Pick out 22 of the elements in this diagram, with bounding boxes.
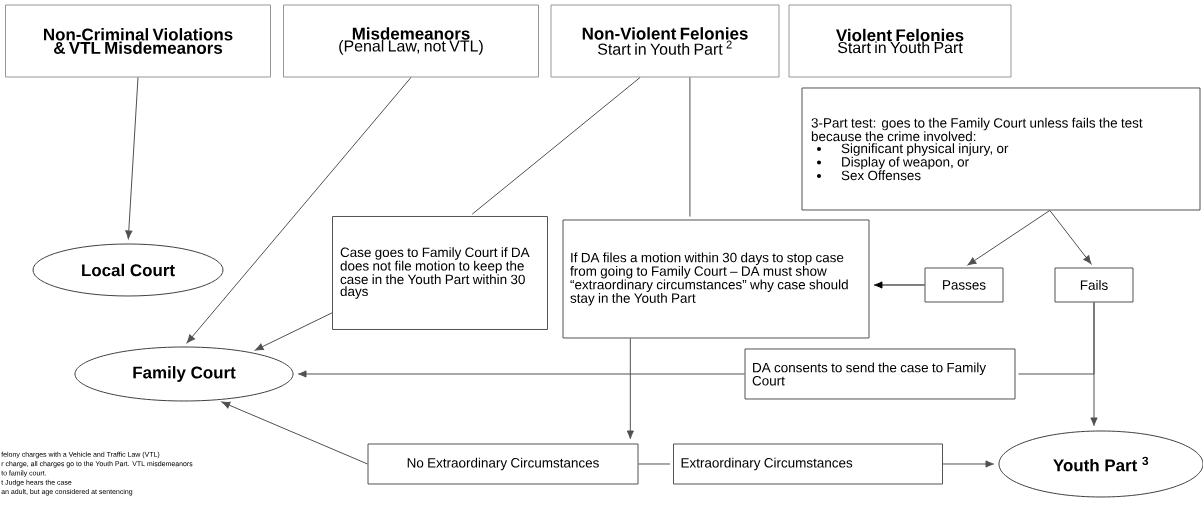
category-box: Non-Violent Felonies Start in Youth Part $^{2}$ <box>550 4 780 78</box>
circumstance-box: Extraordinary Circumstances <box>673 443 943 485</box>
arrow <box>942 460 995 468</box>
outcome-box: Fails <box>1054 267 1134 303</box>
process-box: Case goes to Family Court if DA does not file motion to keep the case in the Youth Part within 30 days <box>332 216 548 330</box>
arrow <box>297 370 746 378</box>
arrow <box>125 76 139 240</box>
test-criteria-box: 3-Part test: goes to the Family Court unless fails the test because the crime involved: Significant physical injury, or Display of weapon, or Sex Offenses <box>801 87 1201 211</box>
arrow <box>873 281 926 289</box>
arrow <box>221 401 369 465</box>
category-box: Non-Criminal Violations & VTL Misdemeanors <box>5 4 271 78</box>
process-box: DA consents to send the case to Family Court <box>744 348 1016 400</box>
category-box: Misdemeanors (Penal Law, not VTL) <box>283 4 539 78</box>
arrow <box>967 209 1051 266</box>
arrow <box>1049 209 1092 265</box>
arrow <box>186 76 412 344</box>
circumstance-box: No Extraordinary Circumstances <box>367 443 639 485</box>
arrow <box>254 312 333 351</box>
outcome-box: Passes <box>924 267 1004 303</box>
process-box: If DA files a motion within 30 days to stop case from going to Family Court – DA must show “extraordinary circumstances” why case should stay in the Youth Part <box>562 219 870 339</box>
category-box: Violent Felonies Start in Youth Part <box>788 4 1012 78</box>
arrow <box>626 337 634 440</box>
